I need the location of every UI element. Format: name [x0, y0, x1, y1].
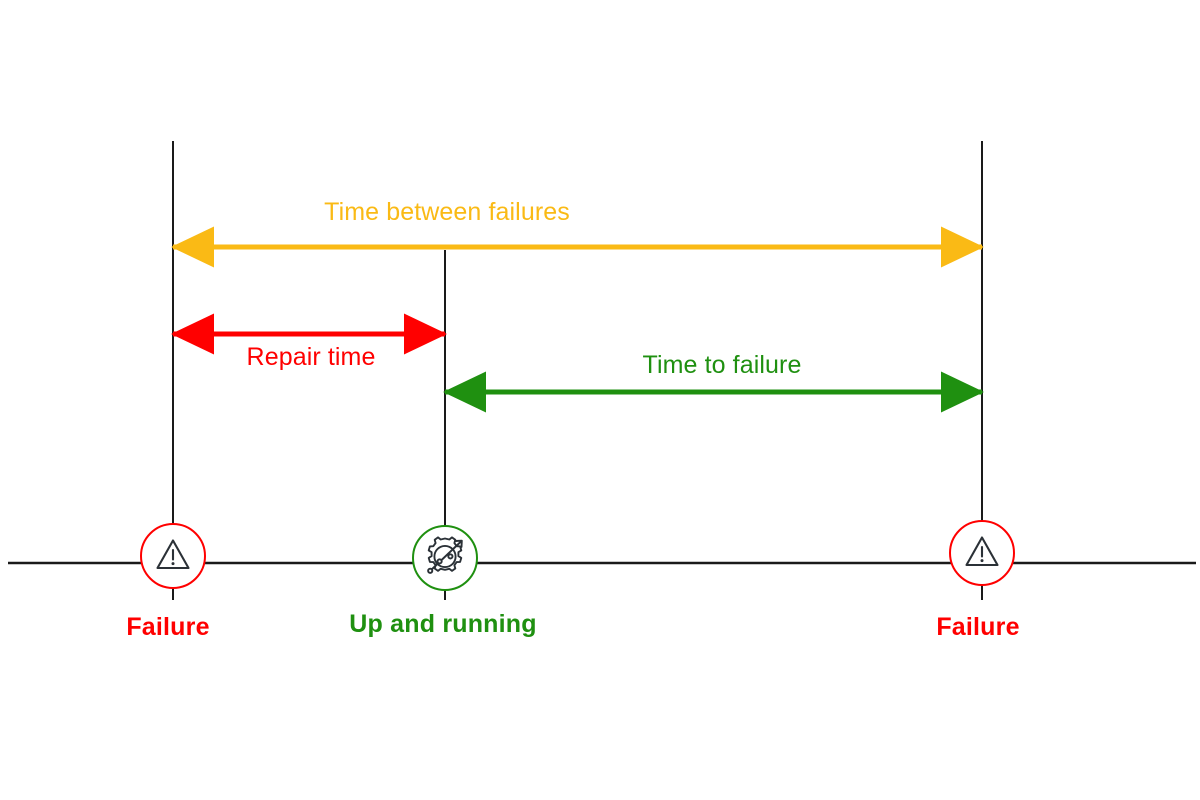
event-label-up-and-running: Up and running	[349, 610, 537, 638]
measure-label-time-to-failure: Time to failure	[642, 351, 802, 379]
gear-trend-icon	[427, 536, 463, 574]
event-label-failure-right: Failure	[936, 613, 1020, 641]
event-marker-up-and-running[interactable]	[412, 525, 478, 591]
warning-triangle-icon	[965, 536, 999, 567]
event-marker-failure-right[interactable]	[949, 520, 1015, 586]
event-marker-failure-left[interactable]	[140, 523, 206, 589]
warning-triangle-icon	[156, 539, 190, 570]
measure-label-repair-time: Repair time	[246, 343, 376, 371]
measure-label-time-between-failures: Time between failures	[324, 198, 570, 226]
event-label-failure-left: Failure	[126, 613, 210, 641]
